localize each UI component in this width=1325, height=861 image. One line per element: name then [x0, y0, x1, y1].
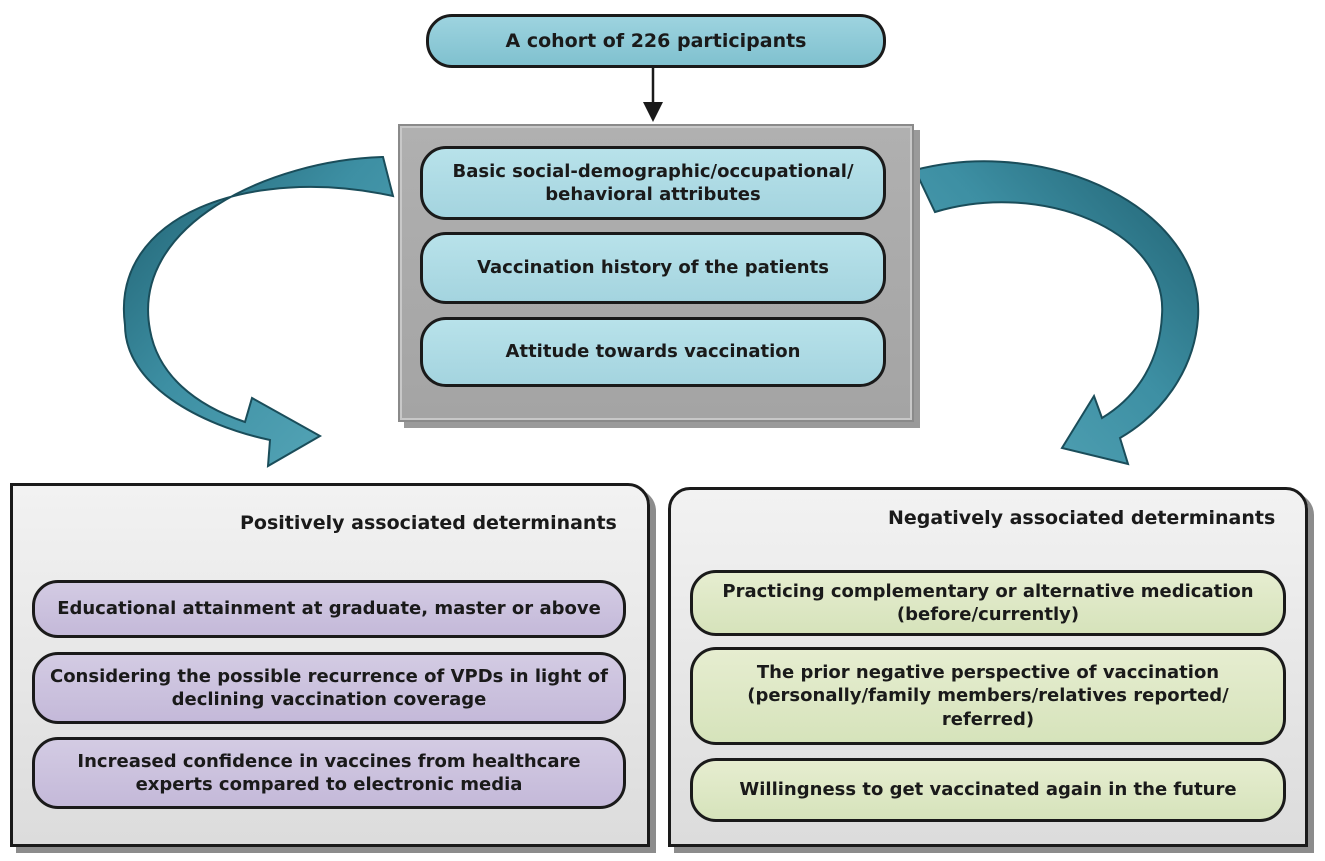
negative-item-alternative-medication: Practicing complementary or alternative … — [690, 570, 1286, 636]
curved-arrow-left-icon — [122, 155, 395, 468]
positive-item-confidence: Increased confidence in vaccines from he… — [32, 737, 626, 809]
cohort-box: A cohort of 226 participants — [426, 14, 886, 68]
positive-item-text: Educational attainment at graduate, mast… — [57, 598, 601, 620]
positive-item-text: Increased confidence in vaccines from he… — [77, 750, 581, 772]
positive-item-education: Educational attainment at graduate, mast… — [32, 580, 626, 638]
curved-arrow-right-icon — [913, 160, 1200, 466]
assessment-item-text: Attitude towards vaccination — [505, 341, 801, 363]
negative-panel-heading: Negatively associated determinants — [888, 507, 1276, 529]
assessment-item-text: behavioral attributes — [545, 184, 761, 205]
assessment-item-attributes: Basic social-demographic/occupational/ b… — [420, 146, 886, 220]
down-arrow-icon — [643, 66, 663, 122]
negative-item-prior-perspective: The prior negative perspective of vaccin… — [690, 647, 1286, 745]
positive-item-text: declining vaccination coverage — [171, 689, 487, 710]
assessment-item-vaccination-history: Vaccination history of the patients — [420, 232, 886, 304]
positive-item-text: experts compared to electronic media — [135, 774, 523, 795]
negative-item-text: Willingness to get vaccinated again in t… — [739, 779, 1237, 801]
assessment-item-text: Basic social-demographic/occupational/ — [452, 160, 854, 182]
positive-item-text: Considering the possible recurrence of V… — [49, 665, 608, 687]
positive-item-vpd-recurrence: Considering the possible recurrence of V… — [32, 652, 626, 724]
negative-item-willingness: Willingness to get vaccinated again in t… — [690, 758, 1286, 822]
assessment-item-text: Vaccination history of the patients — [477, 257, 829, 279]
assessment-item-attitude: Attitude towards vaccination — [420, 317, 886, 387]
negative-item-text: (before/currently) — [896, 604, 1080, 625]
cohort-label: A cohort of 226 participants — [505, 29, 807, 52]
negative-item-text: referred) — [941, 708, 1035, 730]
positive-panel-heading: Positively associated determinants — [240, 512, 617, 534]
negative-item-text: Practicing complementary or alternative … — [722, 580, 1254, 602]
negative-item-text: (personally/family members/relatives rep… — [747, 685, 1229, 707]
negative-item-text: The prior negative perspective of vaccin… — [756, 661, 1220, 683]
